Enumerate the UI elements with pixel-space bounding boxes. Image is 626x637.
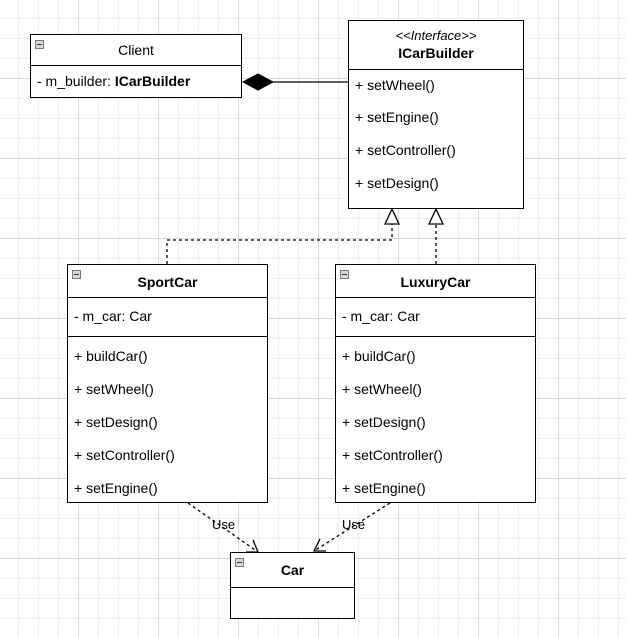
method-row: + setWheel() <box>342 381 422 397</box>
method-row: + buildCar() <box>74 348 148 364</box>
class-client[interactable]: Client - m_builder: ICarBuilder <box>30 34 242 98</box>
class-car[interactable]: Car <box>230 552 355 619</box>
class-name: Client <box>118 42 154 58</box>
composition-diamond <box>241 73 275 91</box>
method-row: + setEngine() <box>74 480 158 496</box>
attribute-row: - m_builder: ICarBuilder <box>37 73 190 89</box>
attributes-section <box>231 588 354 617</box>
method-row: + setController() <box>355 142 456 158</box>
class-luxurycar[interactable]: LuxuryCar - m_car: Car + buildCar() + se… <box>335 264 536 503</box>
use-label-left: Use <box>212 517 236 532</box>
class-header: SportCar <box>68 265 267 298</box>
method-row: + setDesign() <box>74 414 158 430</box>
dependency-line-sportcar <box>187 502 259 553</box>
dependency-arrow-luxurycar <box>312 538 326 552</box>
interface-icarbuilder[interactable]: <<Interface>> ICarBuilder + setWheel() +… <box>348 20 524 209</box>
method-row: + setDesign() <box>342 414 426 430</box>
method-row: + setEngine() <box>355 109 439 125</box>
class-header: <<Interface>> ICarBuilder <box>349 21 523 70</box>
attribute-row: - m_car: Car <box>342 308 420 324</box>
realization-arrow-sportcar <box>383 207 401 225</box>
attribute-prefix: - m_builder: <box>37 73 115 89</box>
method-row: + setDesign() <box>355 175 439 191</box>
class-header: Client <box>31 35 241 66</box>
attribute-type: ICarBuilder <box>114 73 191 89</box>
attributes-section: - m_car: Car <box>68 298 267 337</box>
attributes-section: - m_builder: ICarBuilder <box>31 66 241 96</box>
class-name: SportCar <box>137 274 198 290</box>
class-name: LuxuryCar <box>400 274 471 290</box>
method-row: + setWheel() <box>74 381 154 397</box>
class-header: LuxuryCar <box>336 265 535 298</box>
method-row: + setController() <box>74 447 175 463</box>
attributes-section: - m_car: Car <box>336 298 535 337</box>
class-header: Car <box>231 553 354 588</box>
methods-section: + buildCar() + setWheel() + setDesign() … <box>336 337 535 501</box>
methods-section: + setWheel() + setEngine() + setControll… <box>349 70 523 207</box>
collapse-icon[interactable] <box>340 270 349 279</box>
realization-line-sportcar <box>166 224 393 264</box>
attribute-row: - m_car: Car <box>74 308 152 324</box>
dependency-arrow-sportcar <box>246 539 259 553</box>
use-label-right: Use <box>342 517 366 532</box>
method-row: + setController() <box>342 447 443 463</box>
collapse-icon[interactable] <box>72 270 81 279</box>
collapse-icon[interactable] <box>235 558 244 567</box>
method-row: + buildCar() <box>342 348 416 364</box>
method-row: + setWheel() <box>355 77 435 93</box>
collapse-icon[interactable] <box>35 40 44 49</box>
method-row: + setEngine() <box>342 480 426 496</box>
methods-section: + buildCar() + setWheel() + setDesign() … <box>68 337 267 501</box>
realization-arrow-luxurycar <box>427 207 445 225</box>
stereotype-label: <<Interface>> <box>395 28 477 43</box>
class-sportcar[interactable]: SportCar - m_car: Car + buildCar() + set… <box>67 264 268 503</box>
class-name: ICarBuilder <box>398 45 474 61</box>
class-name: Car <box>280 562 305 578</box>
dependency-line-luxurycar <box>313 502 391 552</box>
